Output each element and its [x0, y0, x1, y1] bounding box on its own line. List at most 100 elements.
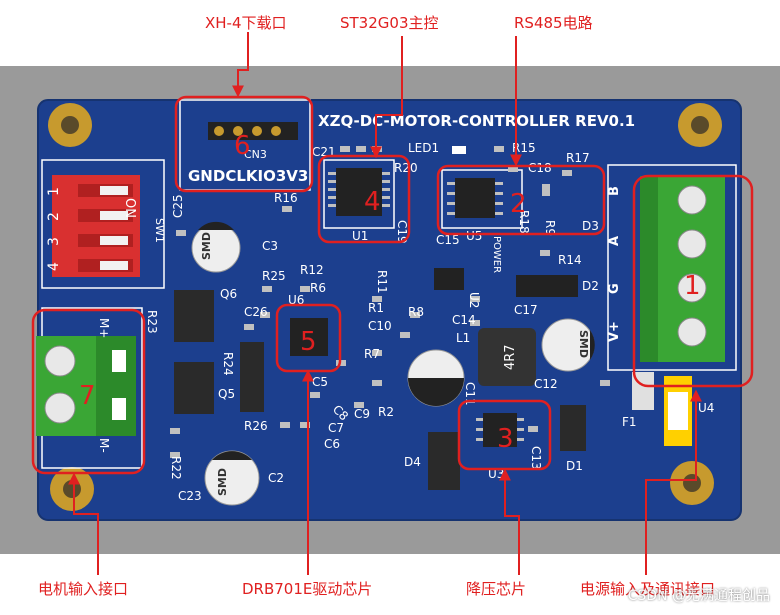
designator-c5: C5 [312, 375, 328, 389]
label-rs485: RS485电路 [514, 14, 593, 32]
led1 [452, 146, 466, 154]
designator-led1: LED1 [408, 141, 439, 155]
designator-r17: R17 [566, 151, 590, 165]
cap-c12-text: SMD [577, 330, 590, 358]
marker-6: 6 [234, 131, 251, 161]
cap-c11 [407, 349, 465, 407]
resistor-r24 [240, 342, 264, 412]
cap-c3 [191, 221, 241, 273]
u5-outline [441, 169, 523, 229]
pin-label-vplus: V+ [607, 321, 622, 342]
designator-c14: C14 [452, 313, 476, 327]
cap-c2 [204, 450, 260, 506]
designator-d3: D3 [582, 219, 599, 233]
designator-u2: U2 [467, 292, 481, 308]
designator-r1: R1 [368, 301, 384, 315]
designator-r6: R6 [310, 281, 326, 295]
highlight-box-1 [632, 174, 754, 388]
arrow-power [645, 389, 702, 575]
arrow-buck [499, 468, 520, 575]
arrow-download [232, 32, 249, 98]
label-power-comm-port: 电源输入及通讯接口 [580, 580, 716, 598]
designator-r22: R22 [169, 456, 183, 480]
marker-7: 7 [79, 381, 96, 411]
inductor-label: 4R7 [503, 344, 518, 370]
designator-c9: C9 [354, 407, 370, 421]
designator-u6: U6 [288, 293, 304, 307]
designator-d4: D4 [404, 455, 421, 469]
designator-f1: F1 [622, 415, 637, 429]
board-title: XZQ-DC-MOTOR-CONTROLLER REV0.1 [318, 112, 635, 130]
right-terminal-outline [607, 164, 737, 371]
designator-l1: L1 [456, 331, 470, 345]
pin-label-g: G [607, 283, 622, 294]
designator-r26: R26 [244, 419, 268, 433]
designator-r11: R11 [375, 270, 389, 294]
driver-u6 [290, 318, 328, 356]
highlight-box-7 [31, 308, 146, 475]
arrow-motor [68, 472, 99, 575]
mounting-hole-tr [678, 103, 722, 147]
motor-plus-label: M+ [97, 318, 111, 338]
designator-c23: C23 [178, 489, 202, 503]
designator-c10: C10 [368, 319, 392, 333]
dip-number-3: 3 [46, 237, 62, 246]
power-comm-terminal [640, 176, 725, 362]
cn3-pins: GNDCLKIO3V3 [188, 167, 308, 185]
cap-c3-text: SMD [200, 232, 213, 260]
rs485-u5 [447, 178, 503, 218]
cap-c12 [541, 318, 595, 372]
designator-c12: C12 [534, 377, 558, 391]
label-download-port: XH-4下载口 [205, 14, 287, 32]
designator-c11: C11 [463, 382, 477, 406]
designator-u1: U1 [352, 229, 368, 243]
dip-on-label: ON [122, 198, 137, 218]
cap-c2-text: SMD [216, 468, 229, 496]
designator-r16: R16 [274, 191, 298, 205]
regulator-u2 [434, 268, 464, 290]
designator-c18: C18 [528, 161, 552, 175]
highlight-box-6 [174, 95, 314, 193]
designator-r15: R15 [512, 141, 536, 155]
dip-number-4: 4 [46, 262, 62, 271]
mounting-hole-br [670, 461, 714, 505]
tvs-u4-body [668, 392, 688, 430]
power-label: POWER [491, 236, 502, 273]
label-driver-chip: DRB701E驱动芯片 [242, 580, 373, 598]
designator-c15: C15 [436, 233, 460, 247]
designator-r20: R20 [394, 161, 418, 175]
designator-c26: C26 [244, 305, 268, 319]
watermark: CSDN @无满通程创品 [627, 588, 770, 604]
designator-q6: Q6 [220, 287, 237, 301]
motor-minus-label: M- [97, 438, 111, 453]
dip-number-1: 1 [46, 187, 62, 196]
pin-label-b: B [607, 186, 622, 196]
designator-d2: D2 [582, 279, 599, 293]
designator-c17: C17 [514, 303, 538, 317]
mosfet-q5 [174, 362, 214, 414]
designator-r8: R8 [408, 305, 424, 319]
diode-d4 [428, 432, 460, 490]
pcb-board-edge [37, 99, 742, 521]
marker-4: 4 [364, 187, 381, 217]
buck-u3 [476, 413, 524, 447]
label-motor-port: 电机输入接口 [38, 580, 129, 598]
marker-2: 2 [510, 189, 527, 219]
inductor-l1 [478, 328, 536, 386]
dip-switch [52, 175, 140, 277]
marker-3: 3 [497, 424, 514, 454]
designator-r12: R12 [300, 263, 324, 277]
cn3-label: CN3 [244, 148, 267, 161]
dip-name: SW1 [153, 218, 166, 243]
designator-d1: D1 [566, 459, 583, 473]
diode-d1 [560, 405, 586, 451]
designator-r14: R14 [558, 253, 582, 267]
label-buck-chip: 降压芯片 [466, 580, 527, 598]
dip-outline [41, 159, 165, 289]
marker-1: 1 [684, 271, 701, 301]
mcu-u1 [328, 168, 390, 216]
designator-r2: R2 [378, 405, 394, 419]
designator-u5: U5 [466, 229, 482, 243]
